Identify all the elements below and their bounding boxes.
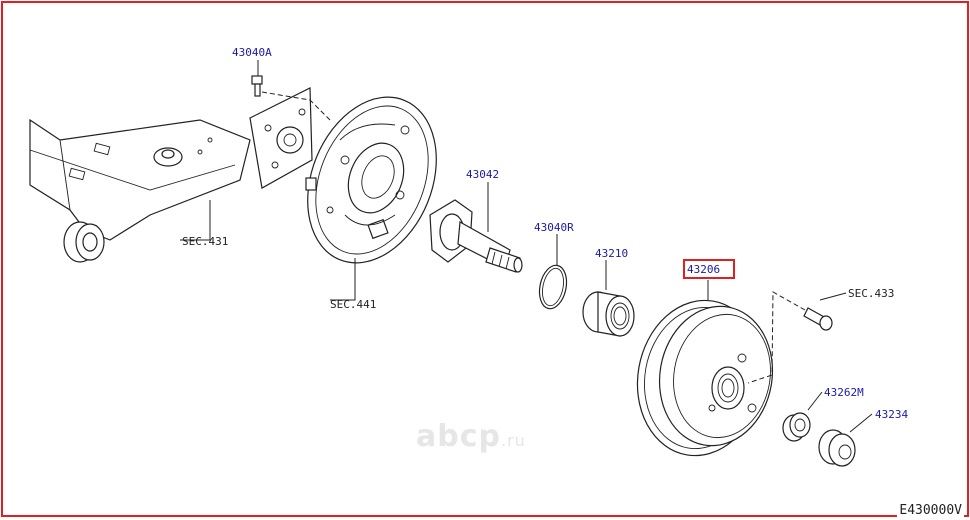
drum-screw [747,291,847,384]
label-43040r: 43040R [534,221,574,234]
hub-cap-43234 [818,413,873,467]
label-43210: 43210 [595,247,628,260]
brake-drum-43206 [636,280,774,457]
wheel-bearing-43210 [582,291,635,337]
snap-ring-43040r [538,264,568,310]
label-43206: 43206 [687,263,720,276]
highlight-box-43206 [683,259,735,279]
label-43042: 43042 [466,168,499,181]
watermark-logo: abcp.ru [416,419,526,454]
label-sec-441: SEC.441 [330,298,376,311]
leader-sec-431 [180,200,211,241]
axle-beam [29,87,313,263]
bolt-43040a [251,60,331,121]
label-sec-431: SEC.431 [182,235,228,248]
leader-sec-441 [330,258,356,301]
diagram-code: E430000V [897,503,964,518]
label-43234: 43234 [875,408,908,421]
hub-nut-43262m [782,391,823,442]
label-43040a: 43040A [232,46,272,59]
label-sec-433: SEC.433 [848,287,894,300]
label-43262m: 43262M [824,386,864,399]
spindle-43042 [429,199,523,273]
brake-back-plate [305,96,437,264]
